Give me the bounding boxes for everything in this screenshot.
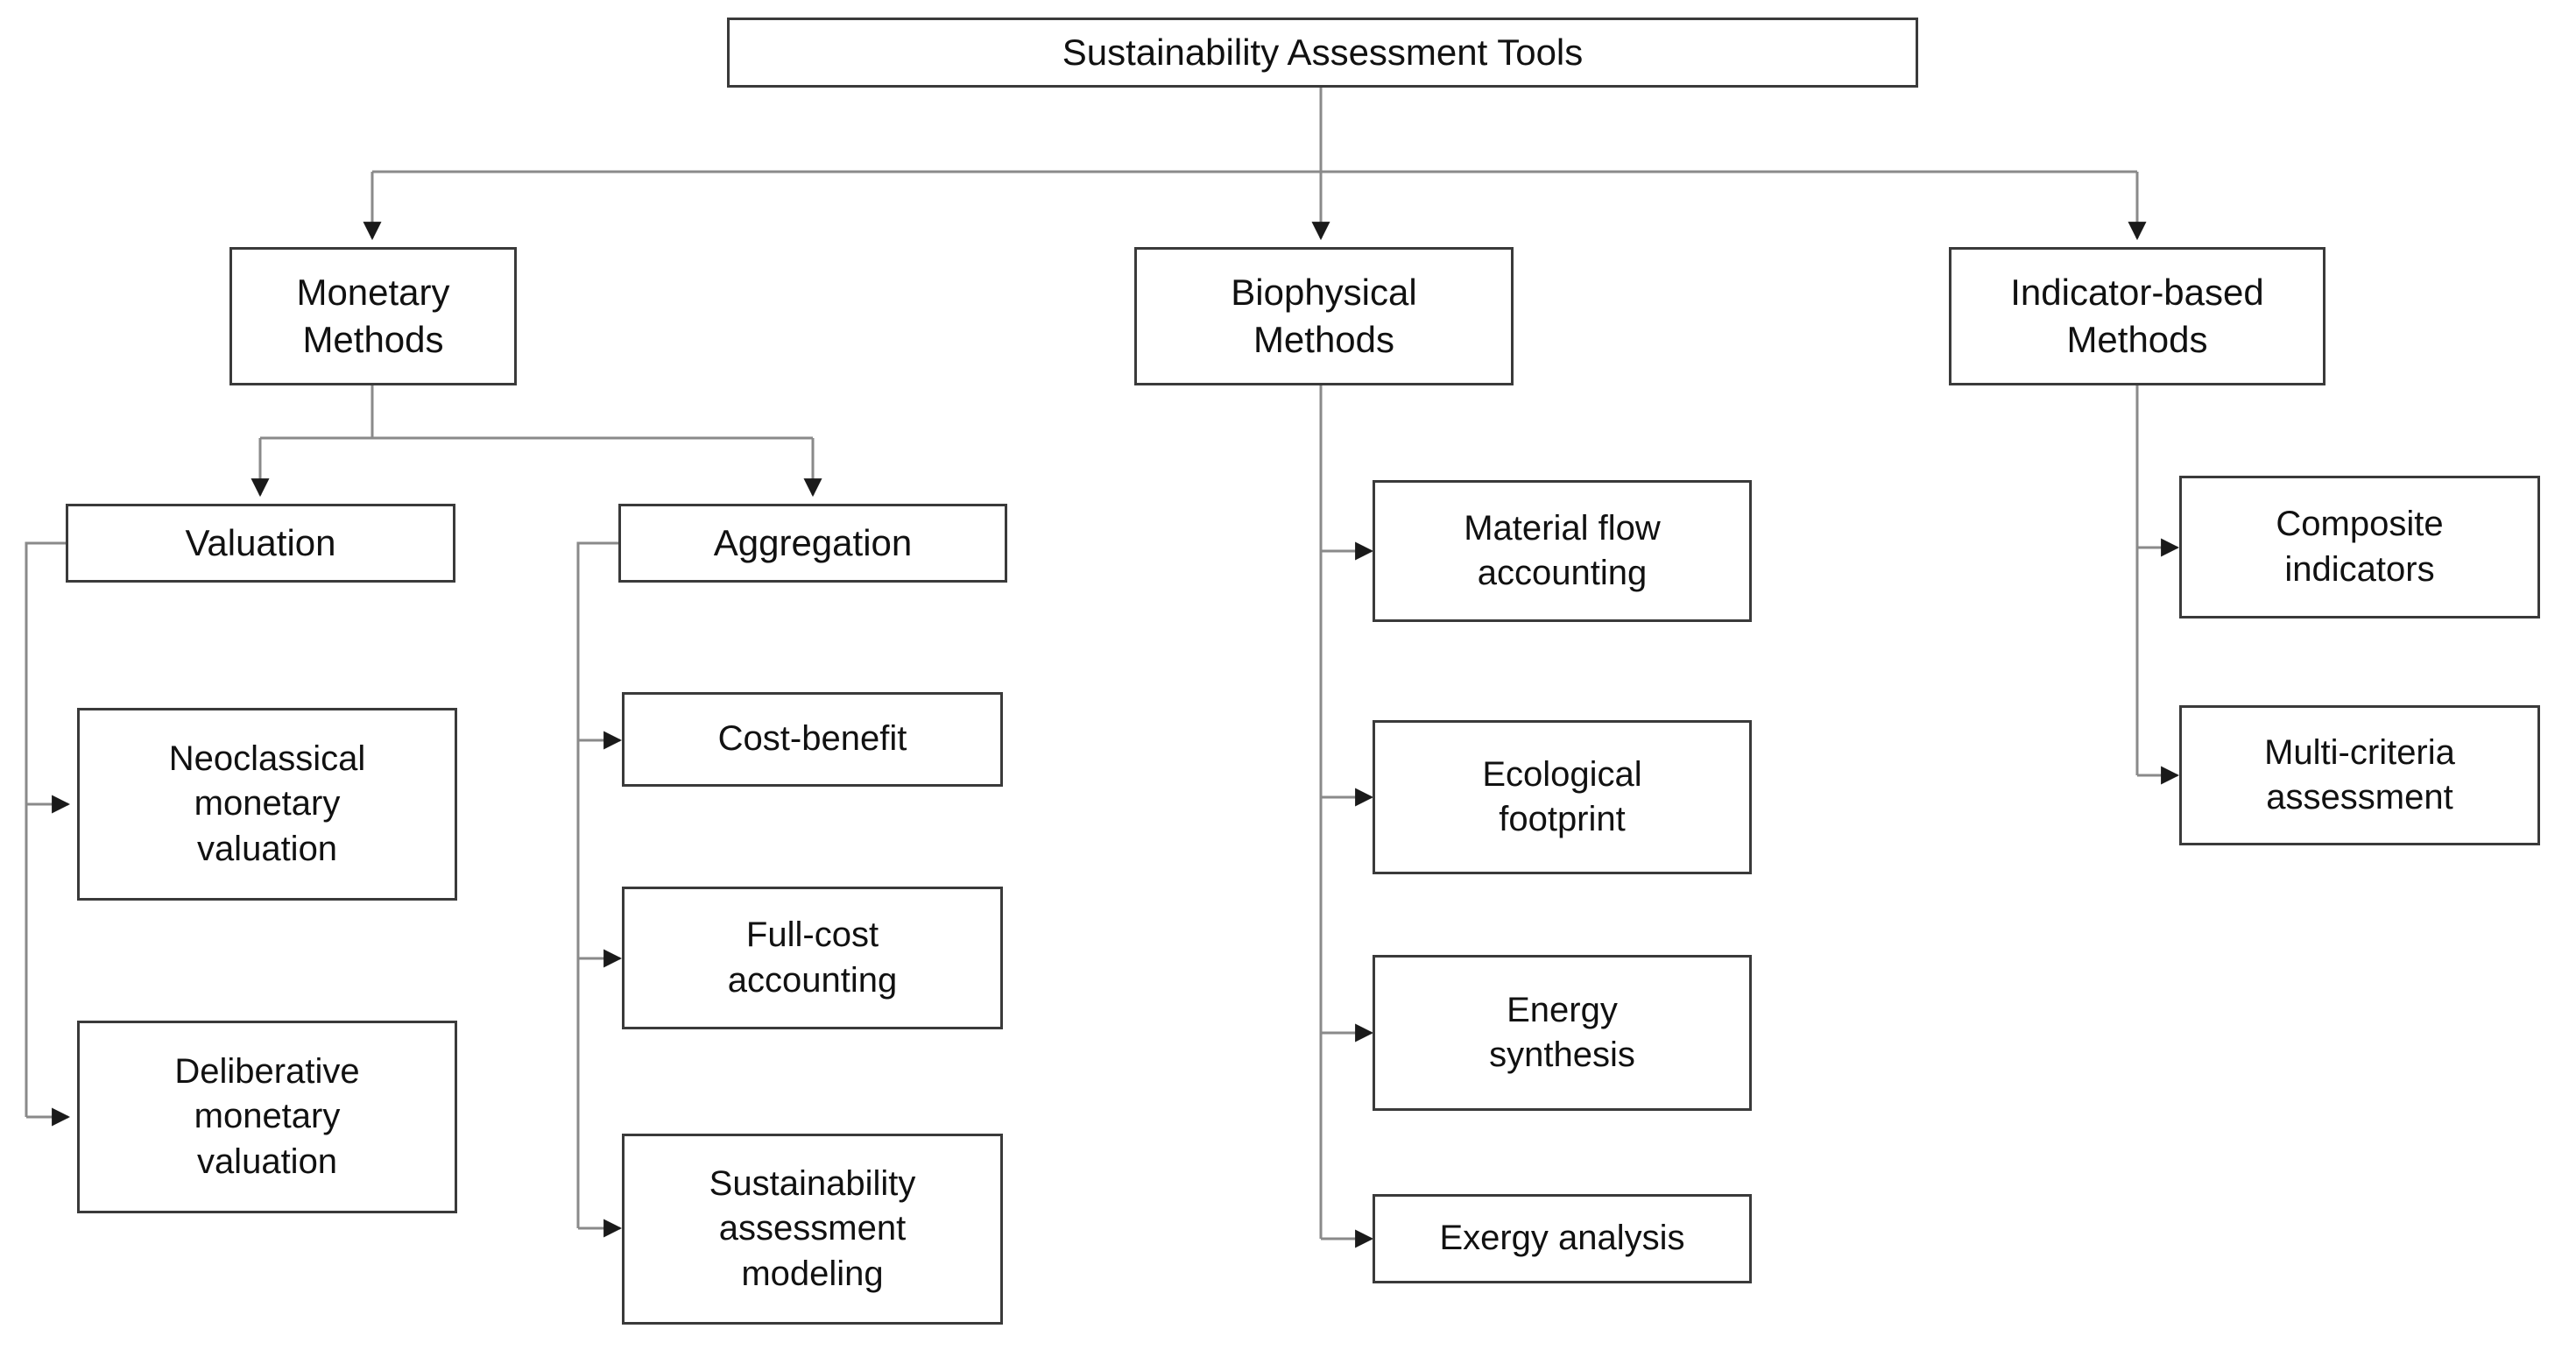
node-composite-indicators-label: Composite indicators	[2276, 505, 2444, 589]
node-cost-benefit[interactable]: Cost-benefit	[622, 692, 1003, 787]
node-biophysical-methods[interactable]: Biophysical Methods	[1134, 247, 1514, 385]
node-ecological-footprint-label: Ecological footprint	[1482, 754, 1642, 838]
node-cost-benefit-label: Cost-benefit	[717, 719, 907, 759]
node-multi-criteria-assessment[interactable]: Multi-criteria assessment	[2179, 705, 2540, 845]
node-energy-synthesis[interactable]: Energy synthesis	[1373, 955, 1752, 1111]
node-composite-indicators[interactable]: Composite indicators	[2179, 476, 2540, 618]
node-exergy-analysis-label: Exergy analysis	[1439, 1219, 1685, 1258]
node-monetary-methods-label: Monetary Methods	[296, 272, 450, 360]
node-aggregation-label: Aggregation	[713, 522, 913, 564]
node-valuation[interactable]: Valuation	[66, 504, 455, 583]
edge-valuation-spine	[25, 541, 66, 1117]
node-ecological-footprint[interactable]: Ecological footprint	[1373, 720, 1752, 874]
node-sustainability-assessment-modeling[interactable]: Sustainability assessment modeling	[622, 1134, 1003, 1325]
node-material-flow-accounting[interactable]: Material flow accounting	[1373, 480, 1752, 622]
node-aggregation[interactable]: Aggregation	[618, 504, 1007, 583]
node-exergy-analysis[interactable]: Exergy analysis	[1373, 1194, 1752, 1283]
node-neoclassical-monetary-valuation-label: Neoclassical monetary valuation	[168, 739, 366, 868]
node-full-cost-accounting[interactable]: Full-cost accounting	[622, 887, 1003, 1029]
node-indicator-based-methods-label: Indicator-based Methods	[2010, 272, 2264, 360]
node-neoclassical-monetary-valuation[interactable]: Neoclassical monetary valuation	[77, 708, 457, 901]
node-sustainability-assessment-modeling-label: Sustainability assessment modeling	[709, 1164, 916, 1293]
node-root[interactable]: Sustainability Assessment Tools	[727, 18, 1918, 88]
node-full-cost-accounting-label: Full-cost accounting	[727, 915, 898, 1000]
node-biophysical-methods-label: Biophysical Methods	[1231, 272, 1417, 360]
edge-aggregation-spine	[576, 541, 618, 1228]
node-energy-synthesis-label: Energy synthesis	[1489, 990, 1635, 1074]
node-multi-criteria-assessment-label: Multi-criteria assessment	[2264, 732, 2455, 816]
node-valuation-label: Valuation	[185, 522, 336, 564]
node-deliberative-monetary-valuation-label: Deliberative monetary valuation	[174, 1052, 360, 1181]
node-root-label: Sustainability Assessment Tools	[1062, 32, 1584, 74]
node-monetary-methods[interactable]: Monetary Methods	[229, 247, 517, 385]
node-deliberative-monetary-valuation[interactable]: Deliberative monetary valuation	[77, 1021, 457, 1213]
node-material-flow-accounting-label: Material flow accounting	[1464, 508, 1661, 592]
node-indicator-based-methods[interactable]: Indicator-based Methods	[1949, 247, 2325, 385]
